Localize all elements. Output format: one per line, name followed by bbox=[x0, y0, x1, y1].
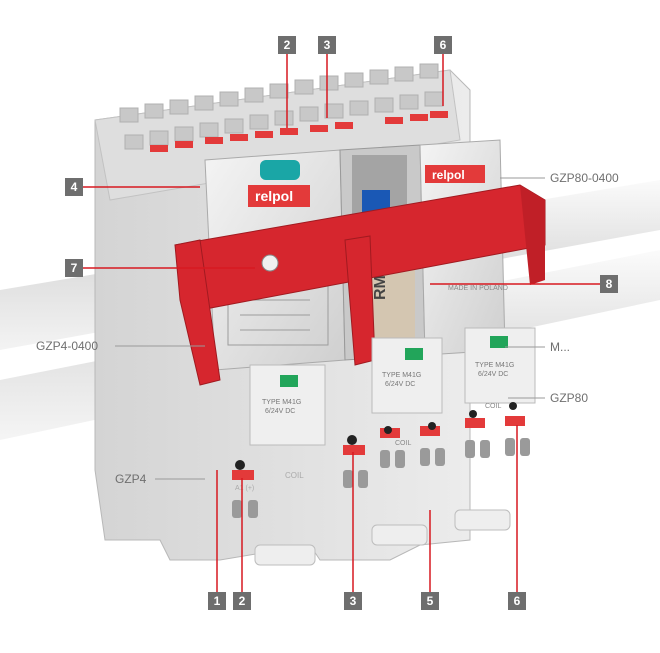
callout-top-6: 6 bbox=[434, 36, 452, 54]
led-module-right: TYPE M41G 6/24V DC bbox=[464, 327, 536, 404]
svg-text:TYPE M41G: TYPE M41G bbox=[475, 362, 514, 369]
callout-right-8: 8 bbox=[600, 275, 618, 293]
relpol-logo: relpol bbox=[255, 188, 293, 204]
led-module-middle: TYPE M41G 6/24V DC bbox=[371, 337, 443, 414]
bottom-terminals: COIL A1 (+) COIL COIL bbox=[232, 402, 530, 566]
retaining-bridge bbox=[174, 184, 546, 386]
made-in-text: MADE IN POLAND bbox=[448, 285, 508, 292]
callout-lines bbox=[83, 53, 600, 592]
led-module-left: TYPE M41G 6/24V DC bbox=[249, 364, 326, 446]
label-m-series: M... bbox=[550, 340, 570, 354]
svg-text:COIL: COIL bbox=[395, 440, 411, 447]
callout-left-7: 7 bbox=[65, 259, 83, 277]
rm-marking: RM bbox=[372, 275, 389, 300]
callout-bottom-5: 5 bbox=[421, 592, 439, 610]
callout-top-3: 3 bbox=[318, 36, 336, 54]
svg-text:TYPE M41G: TYPE M41G bbox=[382, 372, 421, 379]
led-modules: TYPE M41G 6/24V DC TYPE M41G 6/24V DC TY… bbox=[249, 327, 536, 446]
label-gzp80: GZP80 bbox=[550, 391, 589, 405]
callout-bottom-2: 2 bbox=[233, 592, 251, 610]
svg-text:TYPE M41G: TYPE M41G bbox=[262, 399, 301, 406]
svg-text:6/24V DC: 6/24V DC bbox=[385, 381, 415, 388]
label-leaders bbox=[115, 177, 545, 480]
callout-bottom-3: 3 bbox=[344, 592, 362, 610]
callout-bottom-6: 6 bbox=[508, 592, 526, 610]
label-gzp4: GZP4 bbox=[115, 472, 147, 486]
callout-bottom-1: 1 bbox=[208, 592, 226, 610]
svg-text:6/24V DC: 6/24V DC bbox=[265, 408, 295, 415]
svg-text:A1 (+): A1 (+) bbox=[235, 485, 254, 492]
svg-text:6/24V DC: 6/24V DC bbox=[478, 371, 508, 378]
svg-text:COIL: COIL bbox=[485, 403, 501, 410]
coil-marking: COIL bbox=[285, 471, 304, 480]
callout-left-4: 4 bbox=[65, 178, 83, 196]
callout-top-2: 2 bbox=[278, 36, 296, 54]
relpol-logo-right: relpol bbox=[432, 168, 465, 182]
test-latch bbox=[260, 160, 300, 180]
label-gzp80-0400: GZP80-0400 bbox=[550, 171, 619, 185]
label-gzp4-0400: GZP4-0400 bbox=[36, 339, 99, 353]
